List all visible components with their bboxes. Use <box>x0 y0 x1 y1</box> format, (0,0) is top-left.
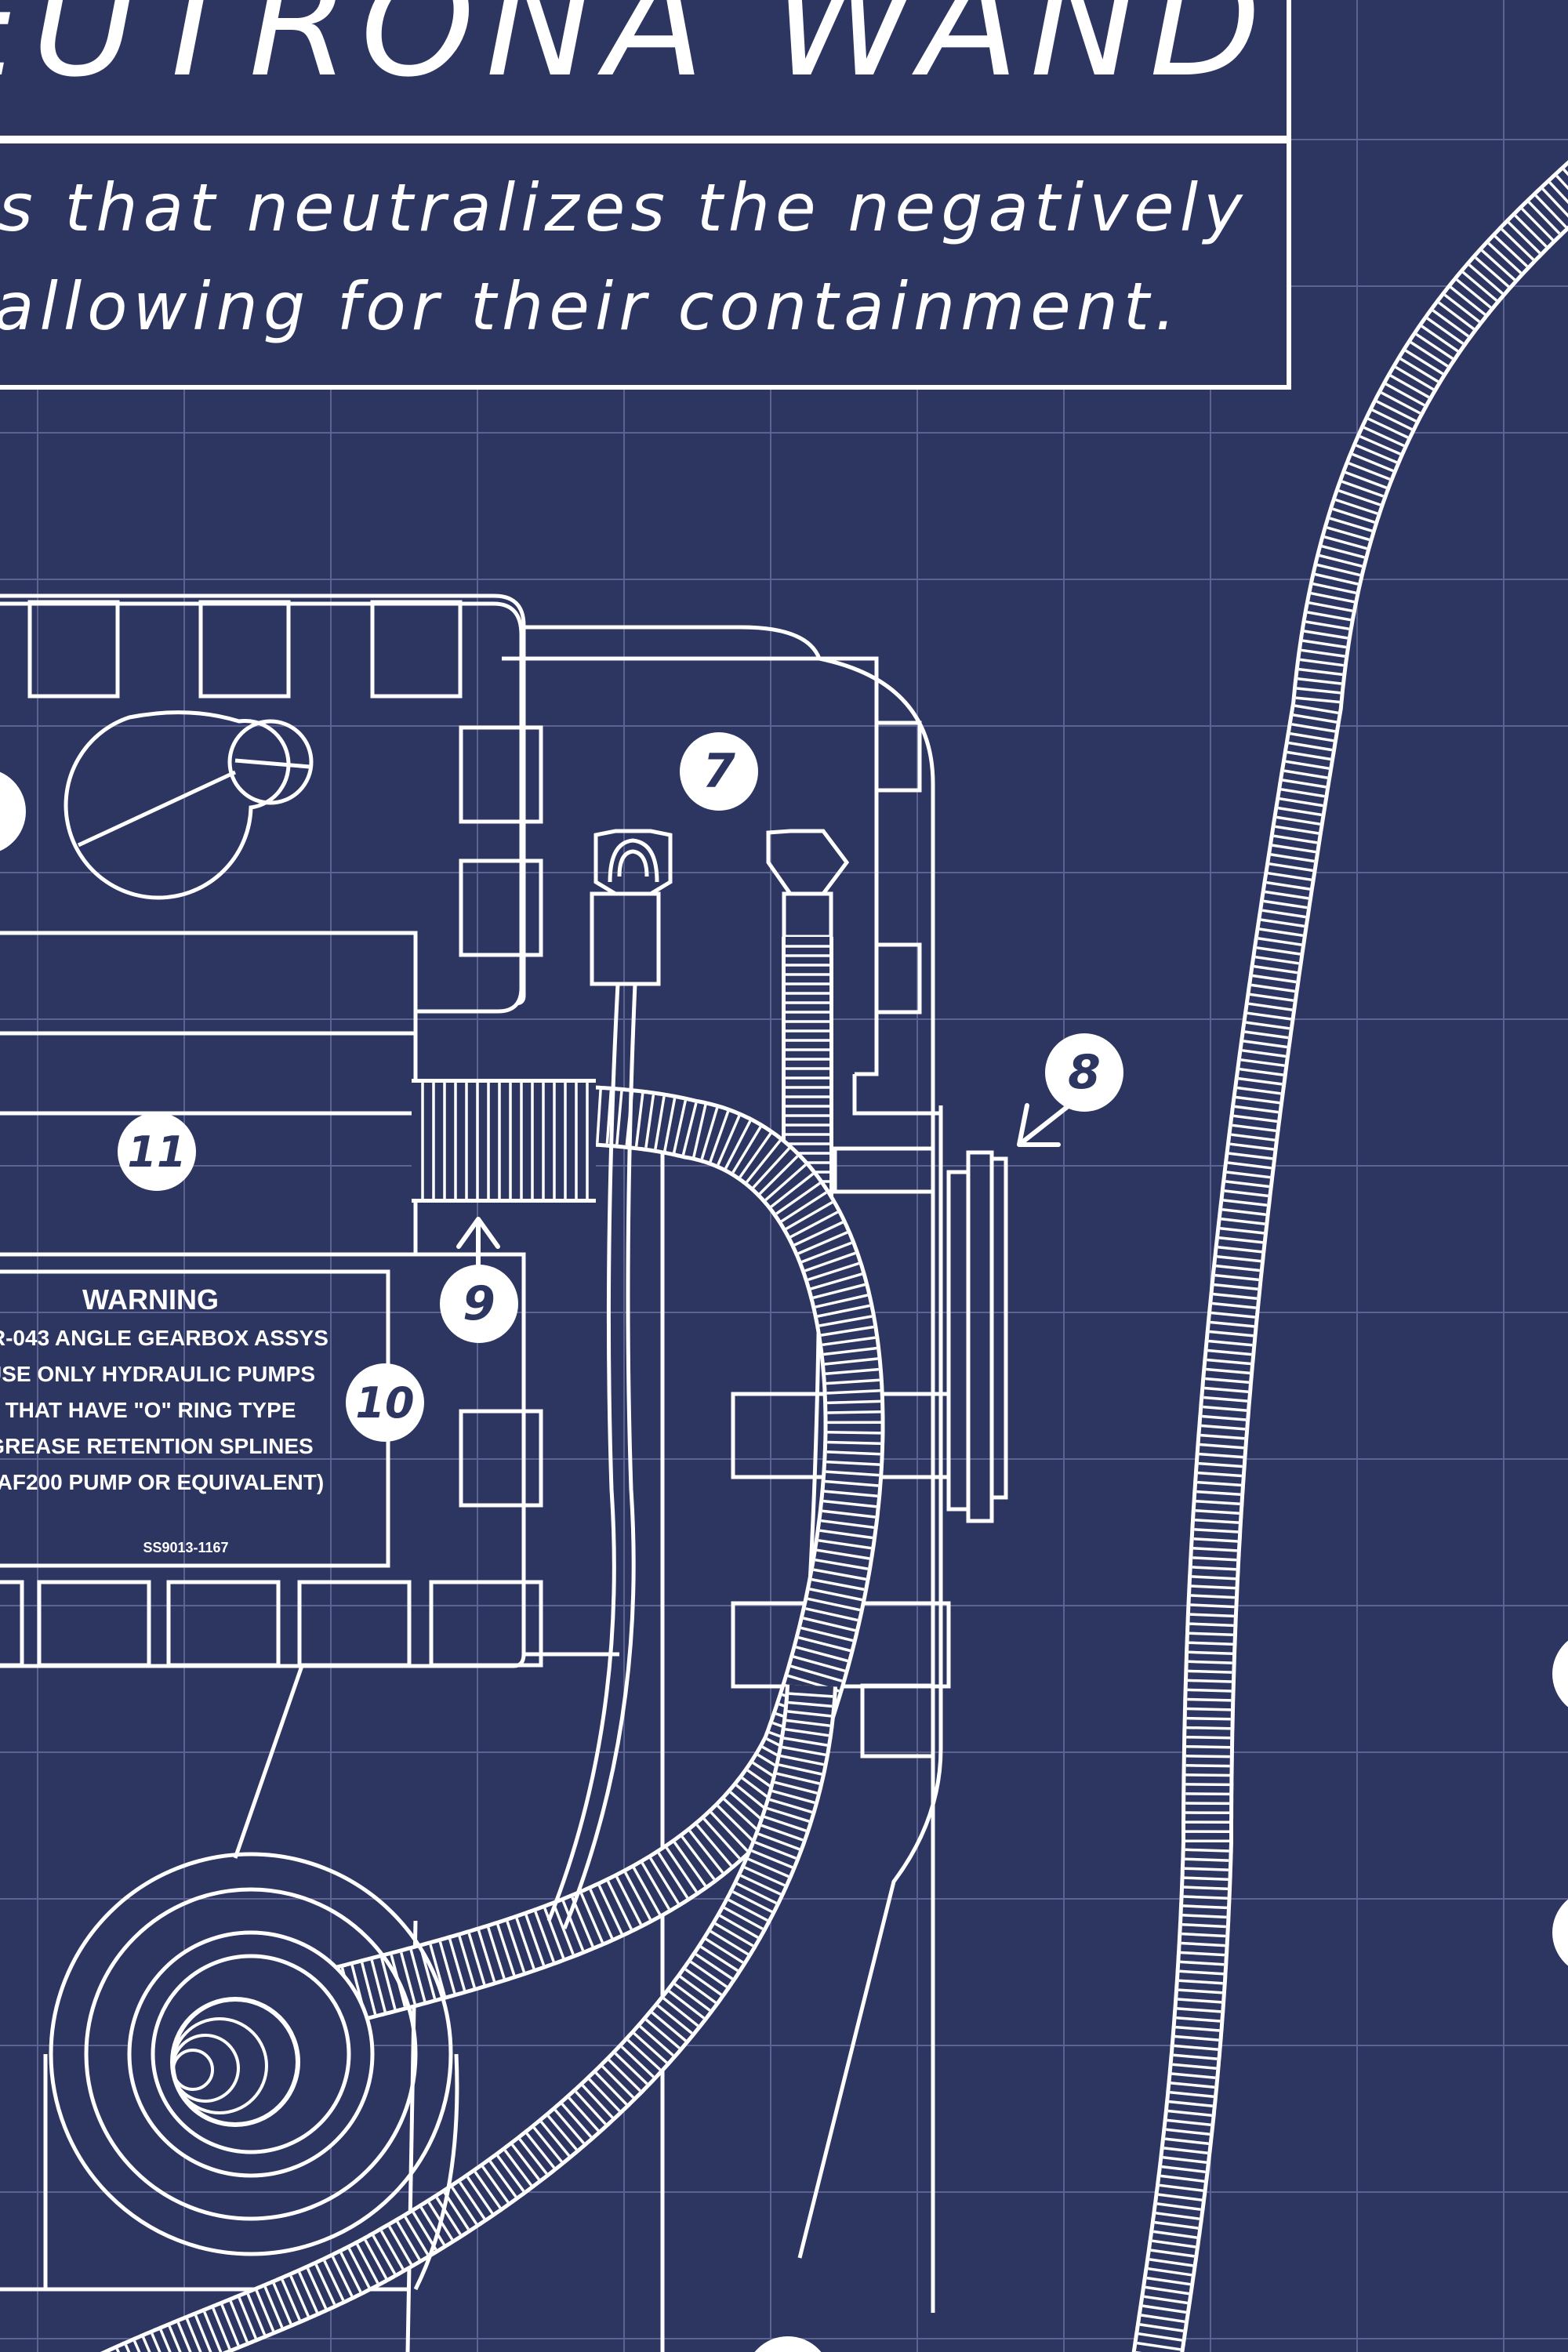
warning-line-3: THAT HAVE "O" RING TYPE <box>5 1398 296 1422</box>
hose-reel <box>43 1852 459 2291</box>
callout-badge-10: 10 <box>346 1363 424 1442</box>
warning-plate: WARNING OR-043 ANGLE GEARBOX ASSYS USE O… <box>0 1283 328 1555</box>
warning-code: SS9013-1167 <box>143 1540 228 1555</box>
thin-wire <box>546 983 637 1929</box>
hoses <box>43 160 1568 2352</box>
warning-line-2: USE ONLY HYDRAULIC PUMPS <box>0 1362 315 1386</box>
callout-number-7: 7 <box>702 744 735 799</box>
callout-number-8: 8 <box>1068 1045 1101 1100</box>
title-text: EUTRONA WAND <box>0 0 1272 109</box>
warning-line-4: GREASE RETENTION SPLINES <box>0 1434 314 1458</box>
callout-badge-8: 8 <box>1045 1033 1123 1112</box>
warning-line-5: WAF200 PUMP OR EQUIVALENT) <box>0 1470 324 1494</box>
callout-badge-partial-right-1 <box>1552 1640 1568 1708</box>
callout-badge-partial-left <box>0 771 26 851</box>
callout-badge-partial-right-2 <box>1552 1899 1568 1966</box>
description-box: s that neutralizes the negatively allowi… <box>0 139 1291 390</box>
description-line-2: allowing for their containment. <box>0 268 1181 345</box>
lower-hose <box>100 1684 837 2352</box>
description-line-1: s that neutralizes the negatively <box>0 169 1248 246</box>
callout-number-9: 9 <box>463 1276 495 1331</box>
knob-cap <box>227 719 314 805</box>
callout-arrows <box>456 1099 1076 1272</box>
panel-hose-9 <box>412 1079 596 1203</box>
warning-line-1: OR-043 ANGLE GEARBOX ASSYS <box>0 1326 328 1350</box>
right-long-hose <box>1131 160 1568 2352</box>
arrow-to-item-9 <box>456 1217 500 1272</box>
callout-badge-7: 7 <box>680 732 758 811</box>
arrow-to-item-8 <box>1017 1099 1076 1147</box>
callout-badge-partial-bottom <box>754 2336 822 2352</box>
control-panel-top <box>0 600 543 1014</box>
warning-heading: WARNING <box>82 1283 219 1316</box>
callout-badge-11: 11 <box>118 1112 196 1191</box>
callout-number-10: 10 <box>355 1378 414 1428</box>
title-box: EUTRONA WAND <box>0 0 1291 140</box>
callout-number-11: 11 <box>127 1127 186 1177</box>
knob-dial <box>64 710 291 900</box>
callout-badge-9: 9 <box>440 1265 518 1343</box>
